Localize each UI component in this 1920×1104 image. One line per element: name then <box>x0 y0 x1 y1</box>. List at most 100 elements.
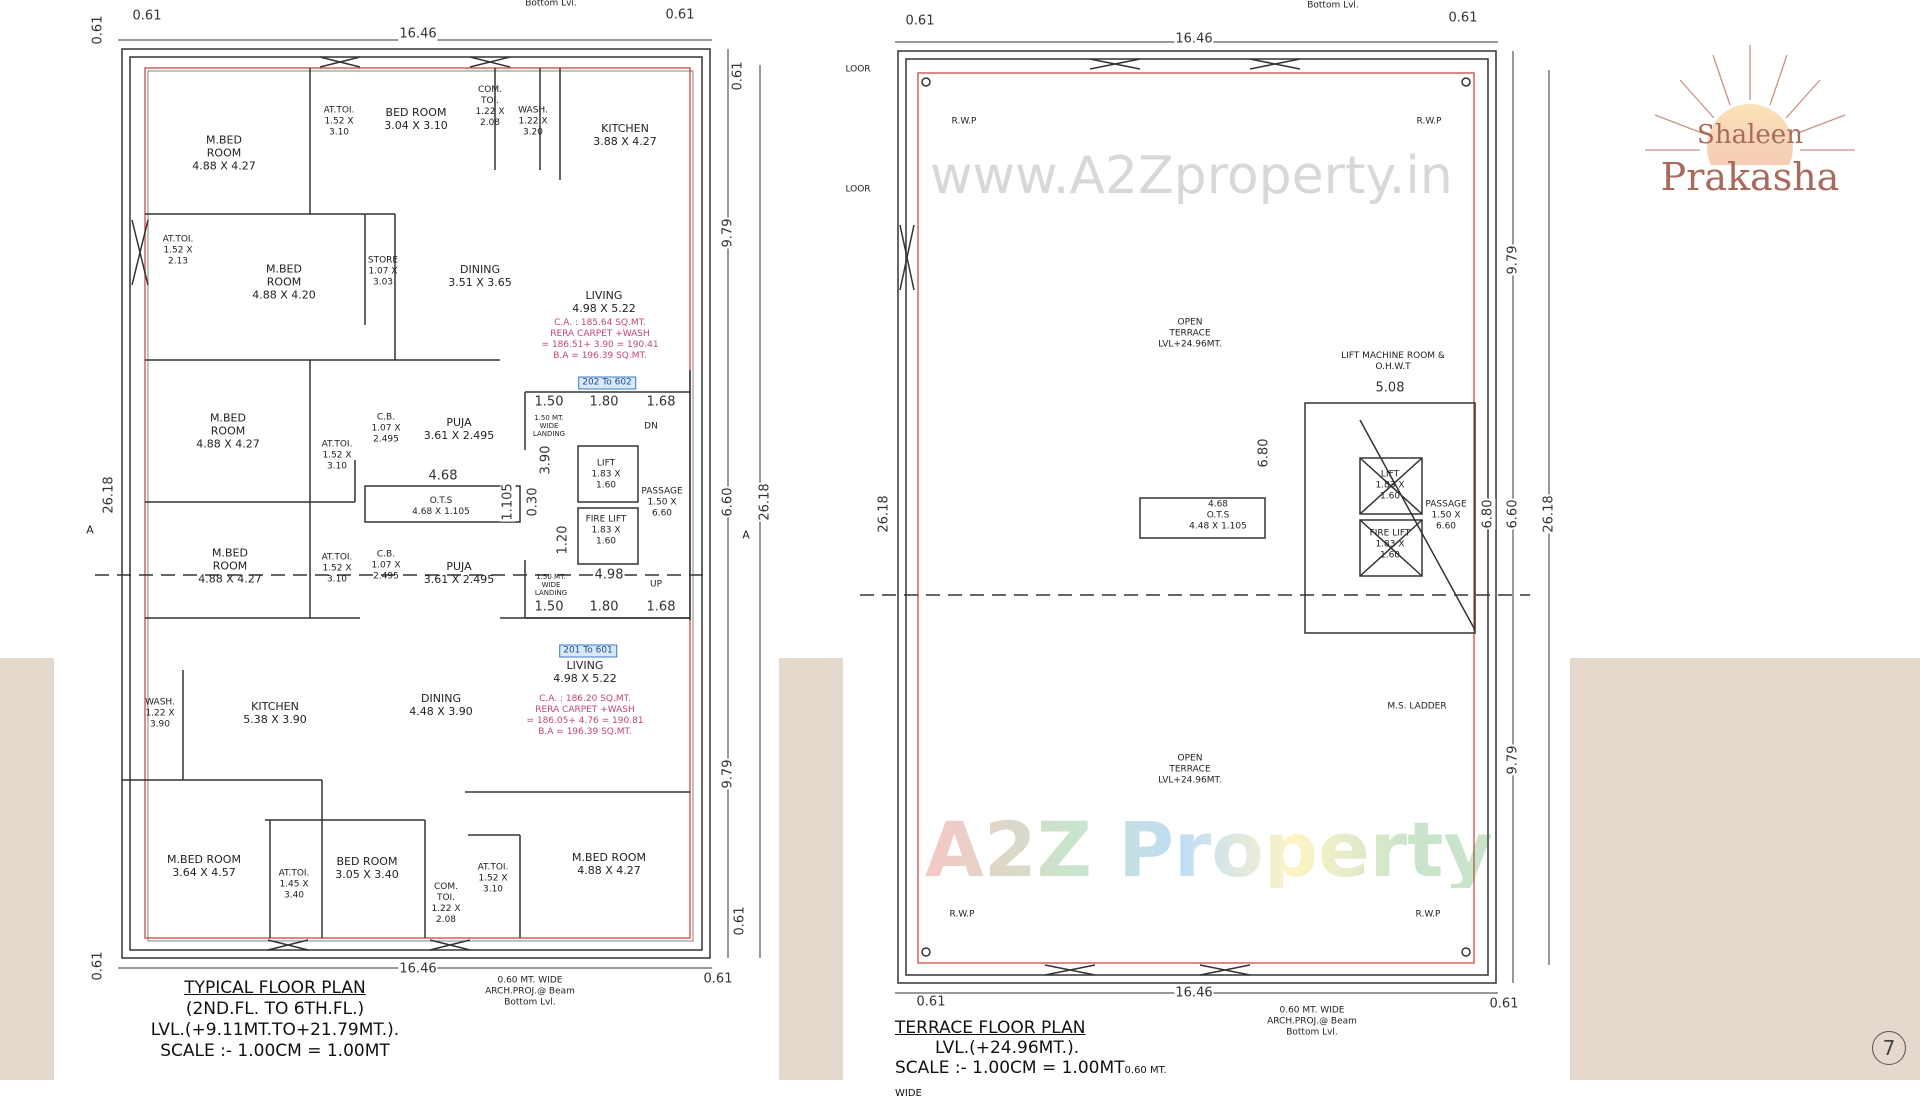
site-watermark: www.A2Zproperty.in <box>930 146 1453 206</box>
dim-stair: 1.50 <box>533 394 565 410</box>
page-number: 7 <box>1872 1031 1906 1065</box>
logo: Shaleen Prakasha <box>1630 15 1870 225</box>
terrace-plan-title-block: TERRACE FLOOR PLAN LVL.(+24.96MT.). SCAL… <box>895 1018 1195 1104</box>
dim-edge: 0.61 <box>915 994 947 1010</box>
arch-note: Bottom Lvl. <box>1307 0 1359 11</box>
room-label: WASH. 1.22 X 3.20 <box>518 105 548 138</box>
room-label: M.BED ROOM 4.88 X 4.20 <box>252 262 316 302</box>
room-label: AT.TOI. 1.52 X 3.10 <box>321 552 353 585</box>
dim-stair: 1.80 <box>588 599 620 615</box>
unit-tag: 202 To 602 <box>578 376 636 390</box>
dim-edge: 0.61 <box>730 60 746 92</box>
dim-width: 16.46 <box>1174 31 1214 47</box>
ots-label: 4.68 O.T.S 4.48 X 1.105 <box>1189 499 1247 532</box>
room-label: M.BED ROOM 4.88 X 4.27 <box>196 411 260 451</box>
dim-segment: 6.60 <box>1505 498 1521 530</box>
dim-width: 16.46 <box>398 26 438 42</box>
dim-edge: 0.61 <box>90 950 106 982</box>
dim-stair: 1.68 <box>645 599 677 615</box>
room-label: COM. TOI. 1.22 X 2.08 <box>475 85 505 128</box>
rwp-label: R.W.P <box>1416 116 1442 127</box>
lift-label: LIFT 1.83 X 1.60 <box>1375 469 1405 502</box>
room-label: M.BED ROOM 4.88 X 4.27 <box>192 133 256 173</box>
dim-total: 26.18 <box>757 482 773 522</box>
dim-total: 26.18 <box>101 475 117 515</box>
dim-total: 26.18 <box>876 494 892 534</box>
room-label: DINING 4.48 X 3.90 <box>409 692 473 718</box>
room-label: M.BED ROOM 4.88 X 4.27 <box>572 851 646 877</box>
room-label: KITCHEN 3.88 X 4.27 <box>593 122 657 148</box>
room-label: C.B. 1.07 X 2.495 <box>371 549 401 582</box>
room-label: BED ROOM 3.04 X 3.10 <box>384 106 448 132</box>
dim-edge: 0.61 <box>702 971 734 987</box>
room-label: AT.TOI. 1.45 X 3.40 <box>278 868 310 901</box>
open-terrace-label: OPEN TERRACE LVL+24.96MT. <box>1158 317 1222 350</box>
unit-tag: 201 To 601 <box>559 644 617 658</box>
room-label: PUJA 3.61 X 2.495 <box>423 560 495 586</box>
dim-edge: 0.61 <box>732 905 748 937</box>
rwp-label: R.W.P <box>949 909 975 920</box>
plan-scale-text: SCALE :- 1.00CM = 1.00MT <box>895 1058 1125 1078</box>
dim-gap: 0.30 <box>525 486 541 518</box>
rwp-label: R.W.P <box>1415 909 1441 920</box>
floor-cut-label: LOOR <box>845 184 871 195</box>
room-label: PUJA 3.61 X 2.495 <box>423 416 495 442</box>
typical-plan-title-block: TYPICAL FLOOR PLAN (2ND.FL. TO 6TH.FL.) … <box>140 978 410 1062</box>
ladder-label: M.S. LADDER <box>1387 701 1447 712</box>
dim-edge: 0.61 <box>1488 996 1520 1012</box>
room-label: M.BED ROOM 4.88 X 4.27 <box>198 546 262 586</box>
room-label: AT.TOI. 1.52 X 2.13 <box>162 234 194 267</box>
section-marker: A <box>742 528 750 542</box>
dim-height: 6.80 <box>1480 498 1496 530</box>
dim-ots: 4.68 <box>427 468 459 484</box>
room-label: STORE 1.07 X 3.03 <box>367 255 399 288</box>
room-label: FIRE LIFT 1.83 X 1.60 <box>585 514 627 547</box>
dim-ots-height: 1.105 <box>500 482 516 522</box>
fire-lift-label: FIRE LIFT 1.83 X 1.60 <box>1369 528 1411 561</box>
dim-height: 6.80 <box>1256 437 1272 469</box>
logo-line1: Shaleen <box>1697 120 1803 150</box>
dim-stair-height: 3.90 <box>538 444 554 476</box>
dim-stair: 1.80 <box>588 394 620 410</box>
dim-segment: 9.79 <box>720 217 736 249</box>
dim-gap: 1.20 <box>555 524 571 556</box>
dim-stair: 1.68 <box>645 394 677 410</box>
logo-line2: Prakasha <box>1660 155 1840 199</box>
area-note: C.A. : 185.64 SQ.MT. RERA CARPET +WASH =… <box>541 318 659 361</box>
arch-note: 0.60 MT. WIDE ARCH.PROJ.@ Beam Bottom Lv… <box>485 975 575 1008</box>
arch-note: Bottom Lvl. <box>525 0 577 9</box>
dim-stair: 1.50 <box>533 599 565 615</box>
area-note: C.A. : 186.20 SQ.MT. RERA CARPET +WASH =… <box>526 694 644 737</box>
beige-panel-middle <box>779 658 843 1080</box>
room-label: BED ROOM 3.05 X 3.40 <box>335 855 399 881</box>
section-marker: A <box>86 523 94 537</box>
landing-label: 1.50 MT. WIDE LANDING <box>534 573 568 597</box>
room-label: DINING 3.51 X 3.65 <box>448 263 512 289</box>
dim-width: 16.46 <box>1174 985 1214 1001</box>
up-marker: UP <box>649 579 663 590</box>
room-label: M.BED ROOM 3.64 X 4.57 <box>167 853 241 879</box>
room-label: LIVING 4.98 X 5.22 <box>572 289 636 315</box>
dim-segment: 6.60 <box>720 486 736 518</box>
arch-note: 0.60 MT. WIDE ARCH.PROJ.@ Beam Bottom Lv… <box>1267 1005 1357 1038</box>
dim-segment: 9.79 <box>1505 744 1521 776</box>
dim-edge: 0.61 <box>1447 10 1479 26</box>
down-marker: DN <box>644 421 658 432</box>
plan-level: LVL.(+24.96MT.). <box>935 1038 1080 1058</box>
dim-total: 26.18 <box>1541 494 1557 534</box>
dim-segment: 9.79 <box>1505 244 1521 276</box>
floor-plan-drawing <box>95 39 1550 994</box>
rwp-label: R.W.P <box>951 116 977 127</box>
plan-title: TYPICAL FLOOR PLAN <box>184 978 366 998</box>
room-label: WASH. 1.22 X 3.90 <box>145 697 175 730</box>
room-label: AT.TOI. 1.52 X 3.10 <box>321 439 353 472</box>
room-label: KITCHEN 5.38 X 3.90 <box>243 700 307 726</box>
landing-label: 1.50 MT. WIDE LANDING <box>532 414 566 438</box>
room-label: PASSAGE 1.50 X 6.60 <box>641 486 683 519</box>
dim-edge: 0.61 <box>90 14 106 46</box>
dim-segment: 9.79 <box>720 758 736 790</box>
beige-panel-right <box>1570 658 1920 1080</box>
room-label: C.B. 1.07 X 2.495 <box>371 412 401 445</box>
dim-edge: 0.61 <box>664 7 696 23</box>
dim-width: 16.46 <box>398 961 438 977</box>
